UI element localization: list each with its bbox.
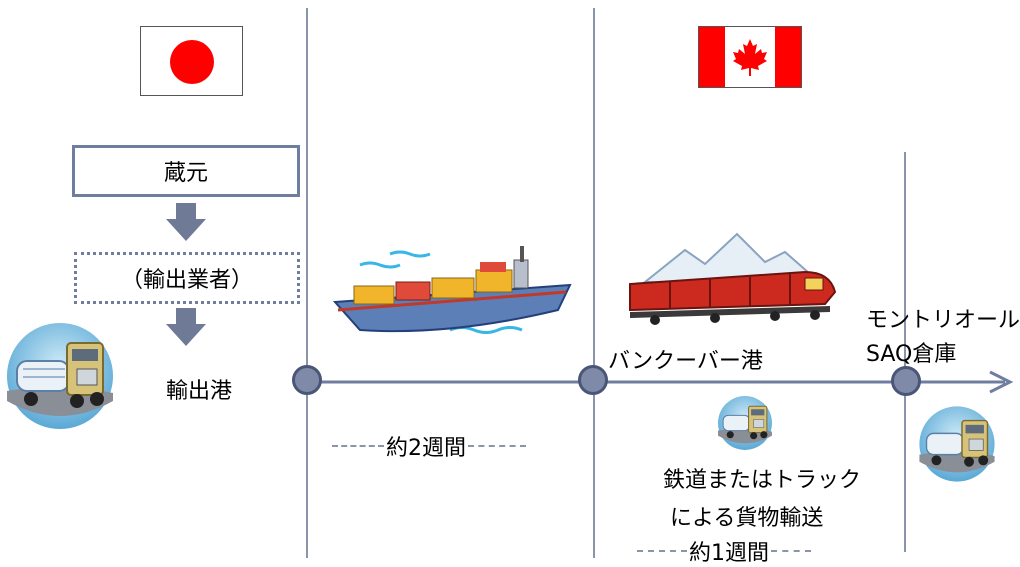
divider-line-3 <box>904 152 906 552</box>
export-port-label: 輸出港 <box>166 379 233 404</box>
sea-duration: 約2週間 <box>332 431 572 461</box>
japan-flag-disc <box>170 40 214 84</box>
timeline <box>307 370 1014 394</box>
japan-flag <box>140 26 243 96</box>
dash-right <box>771 550 811 552</box>
canada-flag-right-band <box>775 27 801 87</box>
train-icon <box>629 232 837 325</box>
flow-arrow-icon <box>989 370 1014 394</box>
exporter-box: （輸出業者） <box>74 252 300 304</box>
timeline-node-montreal <box>891 366 921 396</box>
vancouver-port-label: バンクーバー港 <box>608 349 763 374</box>
dash-left <box>637 550 687 552</box>
exporter-label: （輸出業者） <box>120 268 253 293</box>
cargo-ship-icon <box>332 246 572 334</box>
truck-icon <box>7 323 113 429</box>
land-duration: 約1週間 <box>637 536 837 566</box>
down-arrow-icon-2 <box>166 308 206 346</box>
dash-right <box>468 445 526 447</box>
montreal-label-line1: モントリオール <box>866 308 1020 333</box>
land-transport-line2: による貨物輸送 <box>670 506 824 531</box>
timeline-node-vancouver <box>578 365 608 395</box>
timeline-node-japan <box>292 365 322 395</box>
land-transport-line1: 鉄道またはトラック <box>663 468 862 493</box>
down-arrow-icon-1 <box>166 203 206 241</box>
land-duration-label: 約1週間 <box>689 541 769 566</box>
canada-flag-left-band <box>699 27 725 87</box>
brewery-box: 蔵元 <box>72 145 300 197</box>
brewery-label: 蔵元 <box>163 161 208 186</box>
dash-left <box>332 445 384 447</box>
montreal-label-line2: SAQ倉庫 <box>866 342 957 367</box>
divider-line-1 <box>306 8 308 558</box>
truck-icon <box>718 396 772 450</box>
maple-leaf-icon <box>733 39 767 76</box>
sea-duration-label: 約2週間 <box>386 436 466 461</box>
divider-line-2 <box>593 8 595 558</box>
canada-flag <box>698 26 802 88</box>
truck-icon <box>919 406 995 482</box>
